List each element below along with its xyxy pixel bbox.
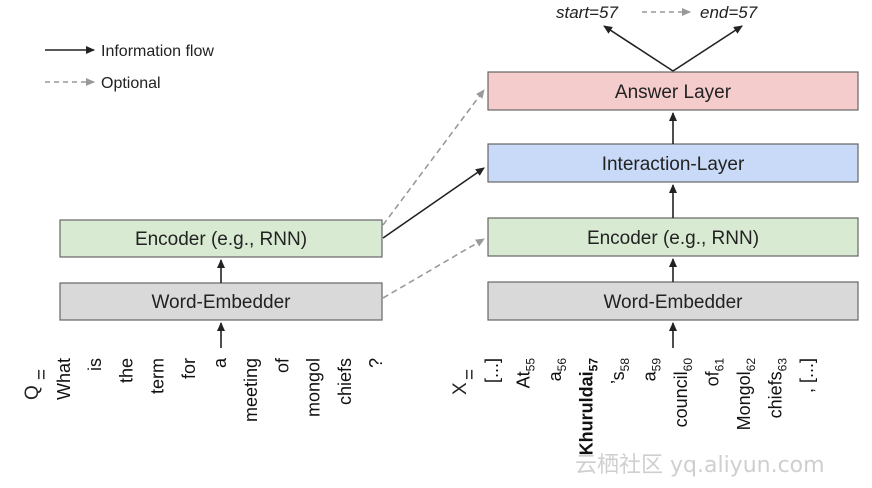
dashed-arrows bbox=[382, 89, 485, 299]
interaction-layer-box: Interaction-Layer bbox=[487, 143, 859, 183]
context-equals: = bbox=[460, 369, 481, 380]
context-token-text: a bbox=[640, 370, 660, 381]
context-token-index: 55 bbox=[524, 358, 538, 372]
legend-information-flow: Information flow bbox=[101, 43, 214, 60]
context-token-text: a bbox=[545, 370, 565, 381]
question-token: of bbox=[272, 357, 292, 373]
context-token: council60 bbox=[671, 358, 695, 428]
context-token-text: Khuruldai bbox=[577, 371, 597, 455]
encoder-right-label: Encoder (e.g., RNN) bbox=[587, 228, 759, 249]
context-token: , [...] bbox=[797, 358, 817, 393]
question-label-group: Q = bbox=[22, 369, 53, 400]
question-token: mongol bbox=[304, 358, 324, 417]
embedder-left-label: Word-Embedder bbox=[151, 292, 291, 313]
context-token-index: 63 bbox=[776, 358, 790, 372]
answer-layer-label: Answer Layer bbox=[615, 82, 732, 103]
embedder-right-label: Word-Embedder bbox=[603, 292, 743, 313]
context-token-index: 62 bbox=[744, 358, 758, 372]
context-token: a56 bbox=[545, 358, 569, 382]
question-token: What bbox=[54, 358, 74, 400]
arrow-left-encoder-to-interaction bbox=[382, 167, 485, 239]
question-token: ? bbox=[366, 358, 386, 368]
context-token-text: At bbox=[514, 371, 534, 388]
output-labels: start=57 end=57 bbox=[556, 3, 758, 22]
context-token-text: ’s bbox=[608, 371, 628, 384]
context-token-text: of bbox=[703, 370, 723, 386]
question-token: is bbox=[85, 358, 105, 371]
context-token-index: 57 bbox=[587, 358, 601, 372]
context-token-text: Mongol bbox=[734, 371, 754, 430]
question-label: Q bbox=[22, 385, 43, 400]
context-token-text: council bbox=[671, 371, 691, 427]
context-token-text: , [...] bbox=[797, 358, 817, 393]
context-token: a59 bbox=[640, 358, 664, 382]
context-token-index: 58 bbox=[618, 358, 632, 372]
embedder-right-box: Word-Embedder bbox=[487, 281, 859, 321]
solid-arrows bbox=[217, 25, 743, 348]
context-token-answer: Khuruldai57 bbox=[577, 358, 601, 456]
embedder-left-box: Word-Embedder bbox=[59, 282, 383, 321]
question-token: chiefs bbox=[335, 358, 355, 405]
context-tokens: [...]At55a56Khuruldai57’s58a59council60o… bbox=[482, 358, 817, 456]
encoder-left-box: Encoder (e.g., RNN) bbox=[59, 219, 383, 258]
context-token-text: chiefs bbox=[766, 371, 786, 418]
encoder-right-box: Encoder (e.g., RNN) bbox=[487, 217, 859, 257]
context-token: of61 bbox=[703, 358, 727, 387]
context-label-group: X = bbox=[450, 369, 481, 395]
context-token: At55 bbox=[514, 358, 538, 389]
question-equals: = bbox=[32, 369, 53, 380]
context-token: [...] bbox=[482, 358, 502, 383]
question-token: meeting bbox=[241, 358, 261, 422]
question-token: term bbox=[148, 358, 168, 394]
question-token: the bbox=[116, 358, 136, 383]
output-start: start=57 bbox=[556, 3, 618, 22]
output-end: end=57 bbox=[700, 3, 758, 22]
question-token: a bbox=[210, 357, 230, 368]
context-label: X bbox=[450, 382, 471, 395]
context-token-index: 59 bbox=[650, 358, 664, 372]
arrow-answer-to-end bbox=[672, 25, 743, 72]
dashed-left-embedder-to-encoder-right bbox=[382, 238, 485, 299]
legend: Information flow Optional bbox=[45, 43, 214, 92]
context-token-index: 61 bbox=[713, 358, 727, 372]
context-token: chiefs63 bbox=[766, 358, 790, 419]
arrow-answer-to-start bbox=[603, 25, 674, 72]
encoder-left-label: Encoder (e.g., RNN) bbox=[135, 229, 307, 250]
interaction-layer-label: Interaction-Layer bbox=[602, 154, 745, 175]
context-token: Mongol62 bbox=[734, 358, 758, 431]
context-token-index: 56 bbox=[555, 358, 569, 372]
context-token-text: [...] bbox=[482, 358, 502, 383]
question-token: for bbox=[179, 358, 199, 379]
context-token-index: 60 bbox=[681, 358, 695, 372]
context-token: ’s58 bbox=[608, 358, 632, 384]
legend-optional: Optional bbox=[101, 75, 161, 92]
watermark: 云栖社区 yq.aliyun.com bbox=[575, 453, 825, 478]
dashed-left-encoder-to-answer bbox=[382, 89, 485, 226]
answer-layer-box: Answer Layer bbox=[487, 71, 859, 111]
